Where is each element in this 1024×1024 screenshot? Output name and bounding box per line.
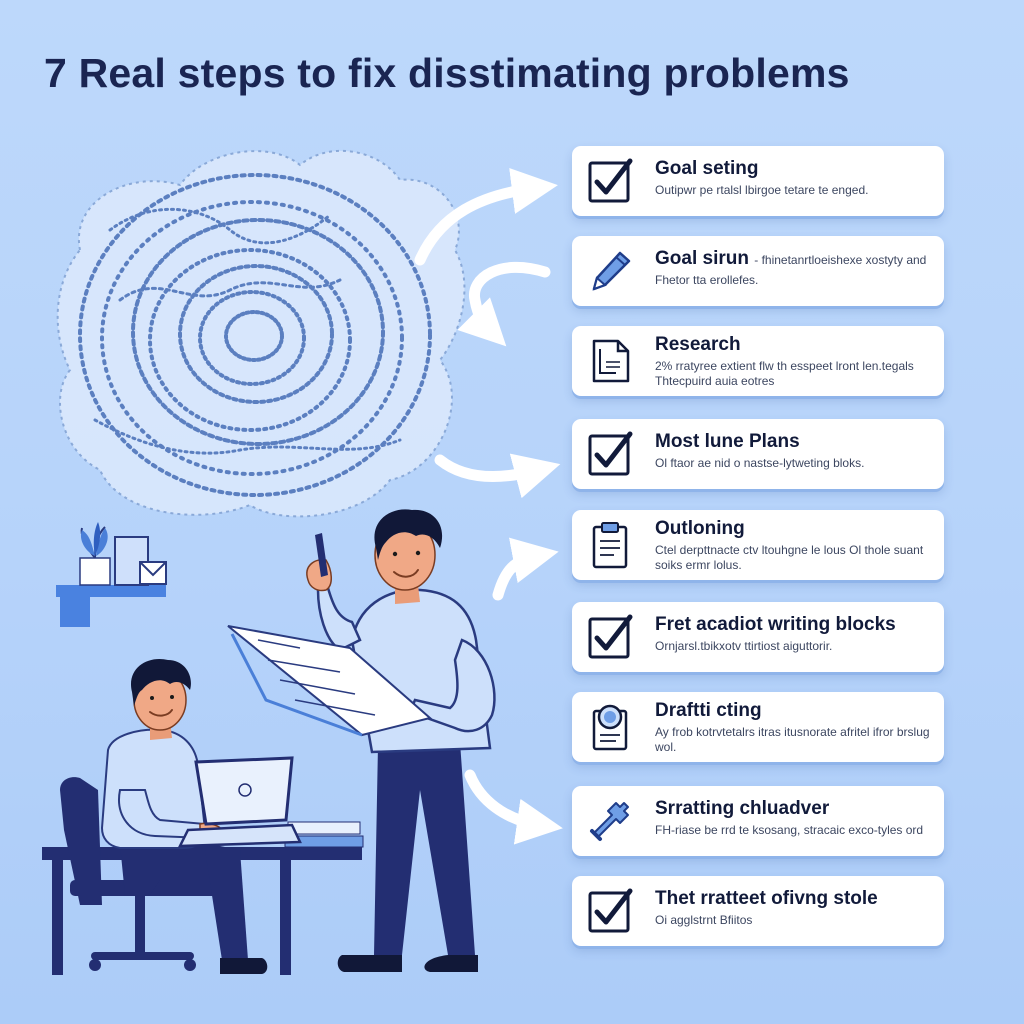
page-title: 7 Real steps to fix disstimating problem… [44, 50, 850, 96]
arrow-to-step-4 [434, 453, 561, 499]
step-card-5[interactable]: Outloning Ctel derpttnacte ctv ltouhgne … [572, 510, 944, 580]
step-card-7[interactable]: Draftti cting Ay frob kotrvtetalrs itras… [572, 692, 944, 762]
step-card-2[interactable]: Goal sirun - fhinetanrtloeishexe xostyty… [572, 236, 944, 306]
checkbox-icon [586, 613, 634, 661]
step-card-6[interactable]: Fret acadiot writing blocks Ornjarsl.tbi… [572, 602, 944, 672]
arrow-to-step-2 [457, 261, 551, 347]
step-title: Goal seting [655, 158, 759, 179]
step-description: Ornjarsl.tbikxotv ttirtiost aiguttorir. [655, 639, 833, 653]
step-title: Srratting chluadver [655, 798, 830, 819]
step-description: Outipwr pe rtalsl lbirgoe tetare te enge… [655, 183, 869, 197]
step-title: Fret acadiot writing blocks [655, 614, 896, 635]
step-title: Draftti cting [655, 700, 762, 721]
step-description: Ol ftaor ae nid o nastse-lytweting bloks… [655, 456, 865, 470]
step-description: Fhetor tta erollefes. [655, 273, 759, 287]
wrench-icon [586, 797, 634, 845]
step-title: Outloning [655, 518, 745, 539]
step-card-8[interactable]: Srratting chluadver FH-riase be rrd te k… [572, 786, 944, 856]
pencil-icon [586, 247, 634, 295]
checkbox-icon [586, 887, 634, 935]
step-card-3[interactable]: Research 2% rratyree extient flw th essp… [572, 326, 944, 396]
step-title-line: Goal sirun - fhinetanrtloeishexe xostyty… [655, 248, 926, 270]
plant-icon [79, 522, 111, 586]
document-icon [586, 337, 634, 385]
laptop [177, 756, 302, 848]
step-description: FH-riase be rrd te ksosang, stracaic exc… [655, 823, 924, 837]
step-card-1[interactable]: Goal seting Outipwr pe rtalsl lbirgoe te… [572, 146, 944, 216]
step-description: Oi agglstrnt Bfiitos [655, 913, 753, 927]
tangled-thoughts-cloud [56, 149, 466, 518]
step-title: Thet rratteet ofivng stole [655, 888, 878, 909]
arrow-to-step-1 [414, 168, 558, 266]
sitting-person [100, 658, 268, 974]
flow-arrows [414, 168, 563, 845]
checkbox-icon [586, 157, 634, 205]
clipboard-icon [586, 521, 634, 569]
wall-shelf [56, 522, 167, 627]
step-card-9[interactable]: Thet rratteet ofivng stole Oi agglstrnt … [572, 876, 944, 946]
step-title: Most lune Plans [655, 431, 800, 452]
badge-icon [586, 703, 634, 751]
step-card-4[interactable]: Most lune Plans Ol ftaor ae nid o nastse… [572, 419, 944, 489]
step-description: 2% rratyree extient flw th esspeet lront… [655, 359, 914, 388]
step-title: Research [655, 334, 741, 355]
standing-person [227, 509, 496, 972]
arrow-to-step-5 [492, 537, 559, 601]
checkbox-icon [586, 430, 634, 478]
arrow-to-step-8 [464, 769, 563, 845]
step-description: Ctel derpttnacte ctv ltouhgne le lous Ol… [655, 543, 924, 572]
step-description: Ay frob kotrvtetalrs itras itusnorate af… [655, 725, 930, 754]
step-title-suffix: - fhinetanrtloeishexe xostyty and [754, 253, 927, 267]
envelope-icon [139, 561, 167, 585]
step-title: Goal sirun [655, 248, 749, 269]
